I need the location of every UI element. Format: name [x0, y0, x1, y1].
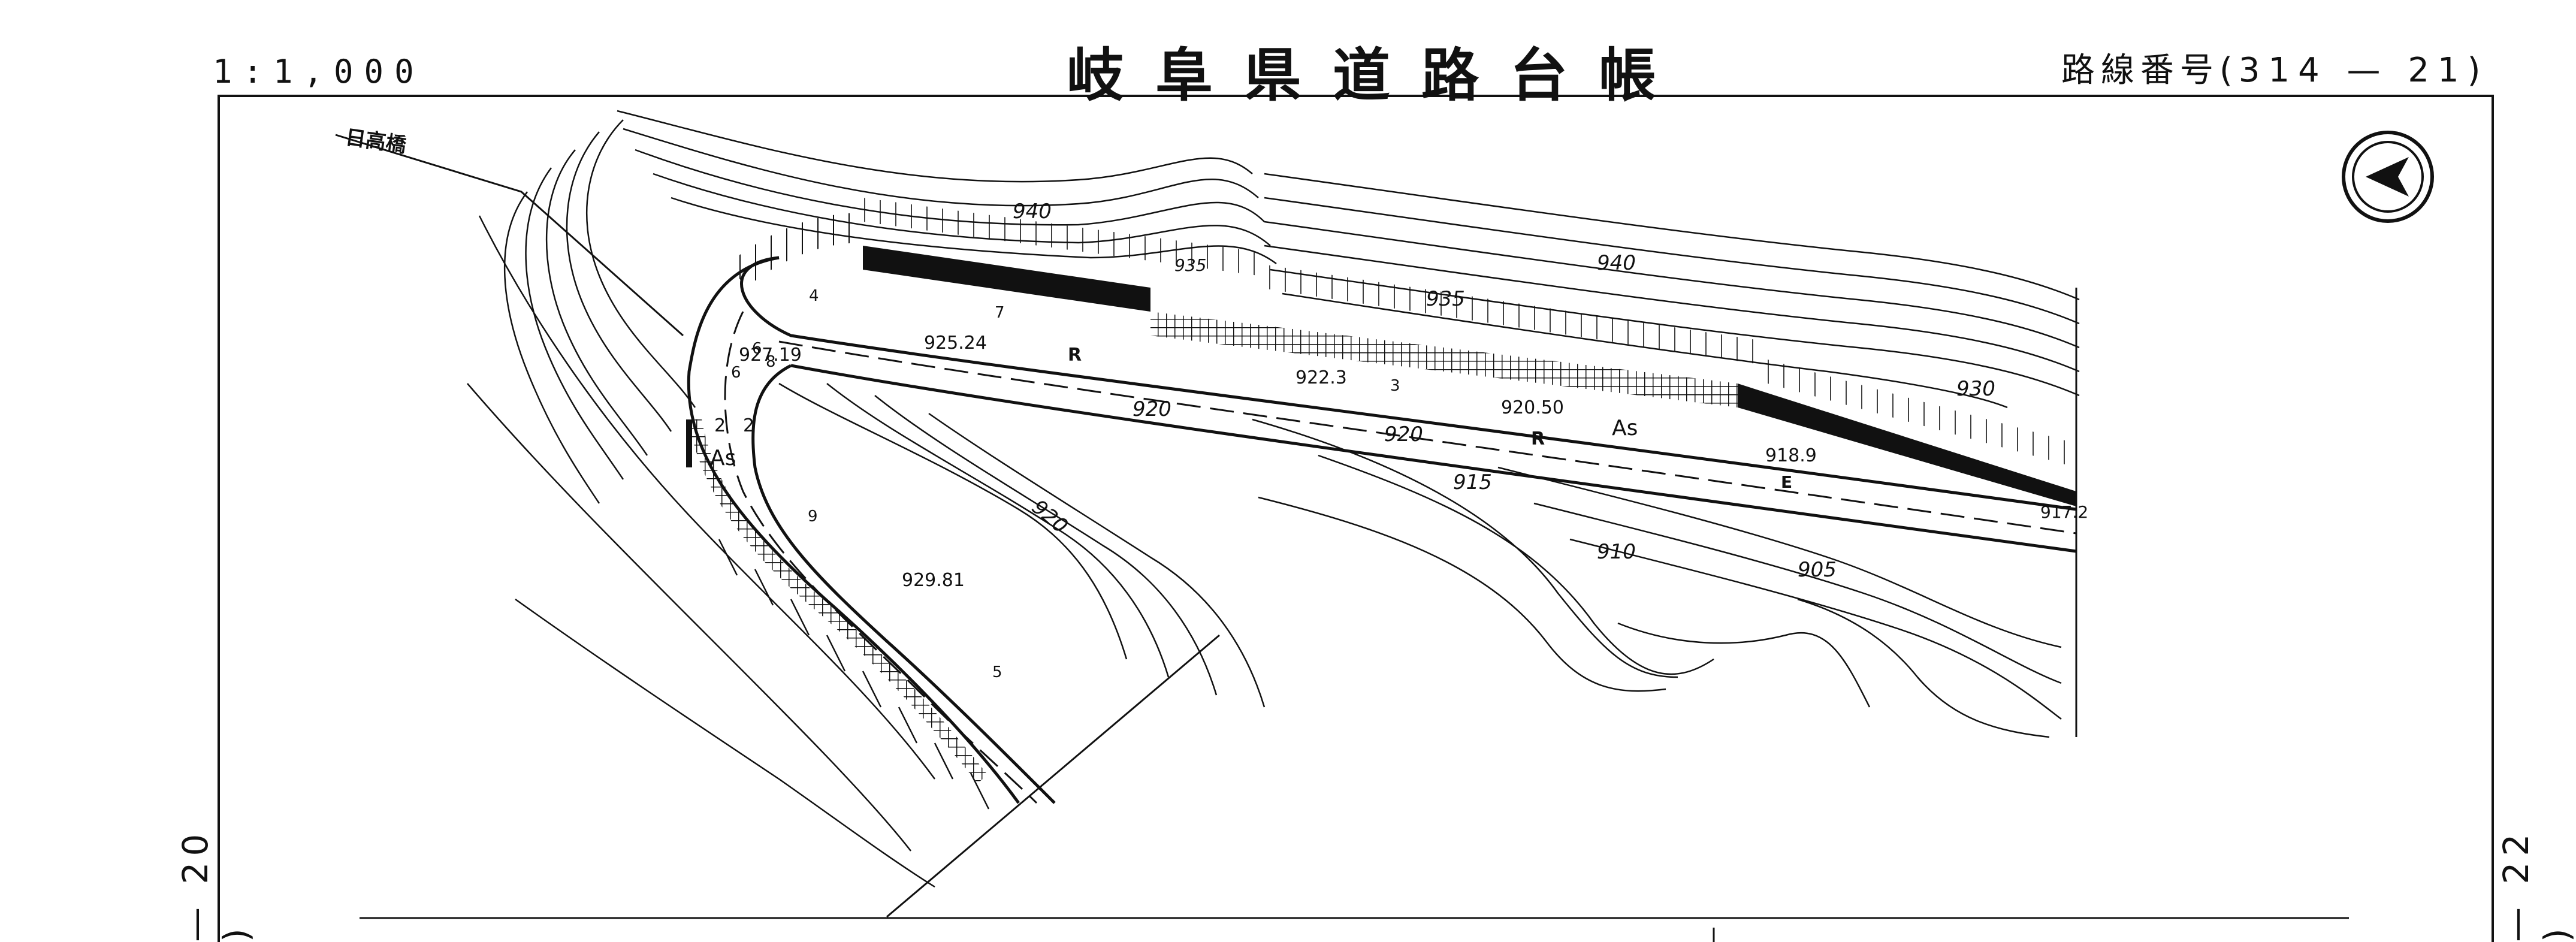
station-label: 2 [714, 415, 726, 436]
route-number: 路線番号(314 — 21) [2061, 43, 2486, 92]
slope-hatching [727, 198, 2076, 506]
surface-label: R [1068, 345, 1082, 366]
route-close: ) [2467, 51, 2487, 90]
surface-label: R [1531, 428, 1545, 449]
contour-lines [467, 110, 2080, 888]
contour-label: 915 [1453, 470, 1492, 494]
route-number-value: 314 — 21 [2238, 51, 2468, 90]
surface-label: E [1781, 472, 1792, 492]
north-arrow-icon [2342, 131, 2434, 223]
contour-label: 910 [1597, 540, 1636, 564]
elevation-label: 917.2 [2040, 502, 2088, 522]
contour-label: 940 [1013, 200, 1052, 224]
station-label: 2 [743, 415, 754, 436]
station-label: 4 [809, 287, 819, 305]
contour-label: 940 [1597, 251, 1636, 275]
elevation-label: 920.50 [1501, 397, 1564, 418]
station-label: 9 [808, 508, 818, 526]
map-labels: 日高橋 940 935 940 935 930 920 920 915 910 … [344, 125, 2088, 681]
surface-label: As [710, 446, 736, 470]
elevation-label: 929.81 [902, 570, 965, 591]
contour-label: 905 [1798, 558, 1837, 582]
station-label: 3 [1390, 377, 1400, 395]
station-label: 8 [766, 353, 776, 371]
contour-label: 920 [1133, 397, 1171, 421]
embankment-ticks [718, 539, 990, 810]
survey-boundary [886, 288, 2077, 918]
elevation-label: 925.24 [924, 333, 987, 354]
station-label: 6 [752, 340, 762, 358]
bridge-name: 日高橋 [344, 125, 408, 158]
road [335, 134, 2077, 804]
station-label: 6 [731, 364, 741, 382]
elevation-label: 922.3 [1295, 367, 1347, 388]
route-label: 路線番号( [2061, 51, 2239, 90]
contour-label: 930 [1956, 377, 1995, 401]
page-title: 岐阜県道路台帳 [1067, 42, 1687, 109]
surface-label: As [1612, 416, 1638, 440]
station-label: 7 [995, 304, 1005, 322]
contour-label: 920 [1384, 422, 1423, 446]
contour-label: 935 [1174, 255, 1206, 275]
map-scale: 1:1,000 [213, 53, 425, 90]
map-frame [218, 95, 2494, 942]
contour-label: 935 [1426, 287, 1465, 311]
elevation-label: 927.19 [739, 345, 802, 366]
station-label: 5 [992, 663, 1002, 681]
elevation-label: 918.9 [1765, 445, 1817, 466]
